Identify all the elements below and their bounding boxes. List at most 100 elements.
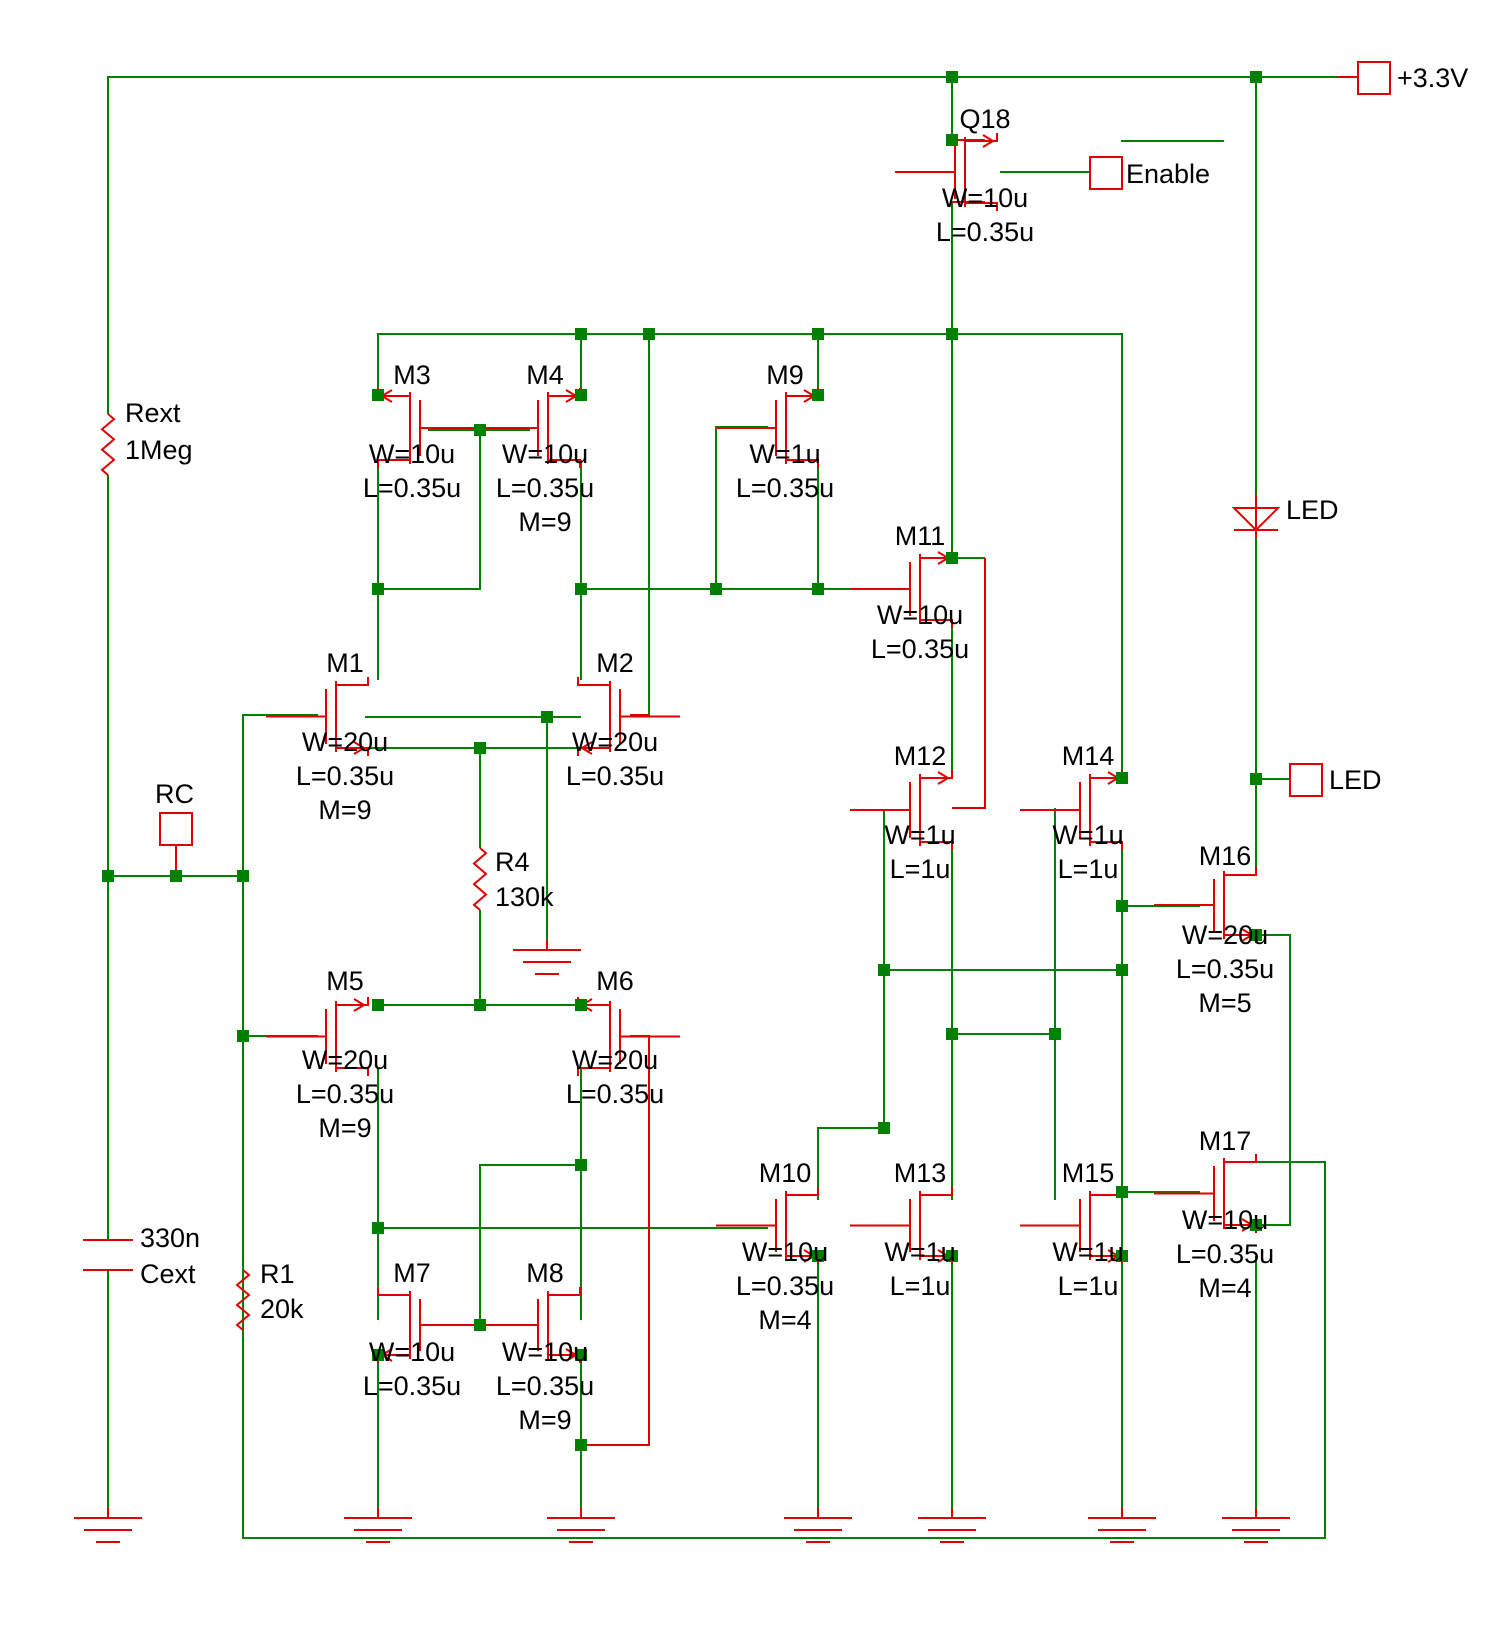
- q18-length: L=0.35u: [936, 217, 1034, 247]
- source-lead: [336, 747, 369, 756]
- ground-symbol: [513, 940, 581, 975]
- r4-resistor: [472, 847, 488, 911]
- junction-dot: [541, 711, 553, 723]
- q18-transistor: [895, 133, 998, 211]
- labels: +3.3V Enable RC LED LED Rext 1Meg R4 130…: [125, 63, 1468, 1324]
- m3-name: M3: [393, 360, 431, 390]
- source-lead: [377, 459, 410, 468]
- wires: [107, 76, 1337, 1539]
- junction-dot: [372, 583, 384, 595]
- m2-length: L=0.35u: [566, 761, 664, 791]
- m17-multiplier: M=4: [1198, 1273, 1251, 1303]
- m11-length: L=0.35u: [871, 634, 969, 664]
- junction-dot: [237, 870, 249, 882]
- m8-length: L=0.35u: [496, 1371, 594, 1401]
- junction-dots: [102, 71, 1262, 1451]
- m12-name: M12: [894, 741, 947, 771]
- drain-lead: [336, 677, 369, 686]
- channel-arrow: [937, 771, 950, 785]
- junction-dot: [1116, 1186, 1128, 1198]
- ground-symbol: [74, 1508, 142, 1543]
- r4-name: R4: [495, 847, 530, 877]
- m7-length: L=0.35u: [363, 1371, 461, 1401]
- source-lead: [920, 619, 953, 628]
- drain-lead: [377, 1287, 410, 1296]
- ground-symbol: [1222, 1508, 1290, 1543]
- junction-dot: [575, 999, 587, 1011]
- ground-symbol: [918, 1508, 986, 1543]
- wire: [479, 1164, 581, 1325]
- cext-value: 330n: [140, 1223, 200, 1253]
- ground-symbol: [547, 1508, 615, 1543]
- junction-dot: [237, 1030, 249, 1042]
- m4-width: W=10u: [502, 439, 588, 469]
- wire: [378, 430, 481, 590]
- m17-width: W=10u: [1182, 1205, 1268, 1235]
- channel-arrow: [982, 134, 995, 148]
- junction-dot: [643, 328, 655, 340]
- source-lead: [1090, 841, 1123, 850]
- m5-multiplier: M=9: [318, 1113, 371, 1143]
- enable-label: Enable: [1126, 159, 1210, 189]
- m10-multiplier: M=4: [758, 1305, 811, 1335]
- junction-dot: [1116, 1250, 1128, 1262]
- r1-resistor: [235, 1269, 251, 1331]
- m9-transistor: [716, 388, 819, 468]
- components: [74, 61, 1391, 1543]
- q18-width: W=10u: [942, 183, 1028, 213]
- cext-name: Cext: [140, 1259, 196, 1289]
- junction-dot: [372, 1222, 384, 1234]
- junction-dot: [575, 1159, 587, 1171]
- rext-resistor-zigzag: [100, 413, 116, 476]
- drain-lead: [336, 997, 369, 1006]
- m16-multiplier: M=5: [1198, 988, 1251, 1018]
- m6-length: L=0.35u: [566, 1079, 664, 1109]
- drain-lead: [577, 677, 610, 686]
- m14-name: M14: [1062, 741, 1115, 771]
- junction-dot: [812, 328, 824, 340]
- m16-width: W=20u: [1182, 920, 1268, 950]
- m15-width: W=1u: [1052, 1237, 1123, 1267]
- drain-lead: [548, 1287, 581, 1296]
- m8-width: W=10u: [502, 1337, 588, 1367]
- m7-width: W=10u: [369, 1337, 455, 1367]
- junction-dot: [1116, 964, 1128, 976]
- m14-length: L=1u: [1058, 854, 1119, 884]
- m17-name: M17: [1199, 1126, 1252, 1156]
- m10-length: L=0.35u: [736, 1271, 834, 1301]
- m5-transistor: [266, 997, 369, 1076]
- source-lead: [548, 459, 581, 468]
- m9-width: W=1u: [749, 439, 820, 469]
- junction-dot: [1250, 929, 1262, 941]
- rc-label: RC: [155, 779, 194, 809]
- m15-length: L=1u: [1058, 1271, 1119, 1301]
- wire: [242, 714, 1326, 1539]
- m4-length: L=0.35u: [496, 473, 594, 503]
- m16-transistor: [1154, 867, 1257, 943]
- r1-resistor-zigzag: [235, 1269, 251, 1331]
- drain-lead: [786, 1187, 819, 1196]
- m10-width: W=10u: [742, 1237, 828, 1267]
- junction-dot: [1250, 71, 1262, 83]
- r1-value: 20k: [260, 1294, 304, 1324]
- wire: [1256, 934, 1291, 1226]
- component-lead: [952, 558, 986, 809]
- channel-arrow: [353, 998, 366, 1012]
- junction-dot: [946, 328, 958, 340]
- drain-lead: [1224, 867, 1257, 876]
- junction-dot: [1250, 1219, 1262, 1231]
- m1-length: L=0.35u: [296, 761, 394, 791]
- junction-dot: [710, 583, 722, 595]
- supply-label: +3.3V: [1397, 63, 1468, 93]
- junction-dot: [474, 1319, 486, 1331]
- junction-dot: [575, 389, 587, 401]
- m16-name: M16: [1199, 841, 1252, 871]
- m17-length: L=0.35u: [1176, 1239, 1274, 1269]
- junction-dot: [575, 328, 587, 340]
- m13-length: L=1u: [890, 1271, 951, 1301]
- m12-width: W=1u: [884, 820, 955, 850]
- junction-dot: [575, 1439, 587, 1451]
- led-diode: [1231, 495, 1281, 538]
- r4-value: 130k: [495, 882, 554, 912]
